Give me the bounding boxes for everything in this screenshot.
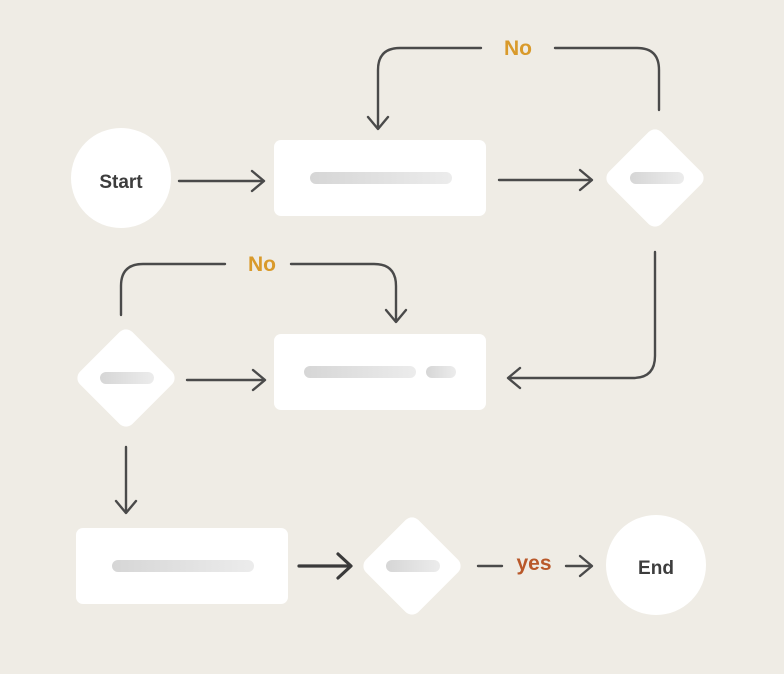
arrow-start-to-process-1 xyxy=(177,169,266,193)
process-box-2 xyxy=(274,334,486,410)
arrow-decision-2-to-process-3 xyxy=(114,445,138,515)
loop-arrow-middle-no xyxy=(119,262,408,324)
placeholder-bar xyxy=(630,172,684,184)
end-label: End xyxy=(638,558,674,579)
placeholder-bar xyxy=(386,560,440,572)
decision-diamond-2 xyxy=(77,329,175,427)
yes-label: yes xyxy=(516,552,551,575)
arrow-process-1-to-decision-1 xyxy=(497,168,594,192)
loop-arrow-top-no xyxy=(366,46,661,131)
placeholder-bar xyxy=(304,366,416,378)
end-node: End xyxy=(606,515,706,615)
decision-diamond-1 xyxy=(606,129,704,227)
no-label-middle: No xyxy=(248,253,276,276)
placeholder-bar xyxy=(112,560,254,572)
start-label: Start xyxy=(99,172,143,193)
process-box-1 xyxy=(274,140,486,216)
arrow-decision-2-to-process-2 xyxy=(185,368,267,392)
arrow-decision-3-to-end xyxy=(476,554,594,578)
arrow-decision-1-to-process-2 xyxy=(506,250,657,390)
placeholder-bar-short xyxy=(426,366,456,378)
placeholder-bar xyxy=(100,372,154,384)
arrow-process-3-to-decision-3 xyxy=(297,552,353,580)
start-node: Start xyxy=(71,128,171,228)
no-label-top: No xyxy=(504,37,532,60)
process-box-3 xyxy=(76,528,288,604)
placeholder-bar xyxy=(310,172,452,184)
decision-diamond-3 xyxy=(363,517,461,615)
